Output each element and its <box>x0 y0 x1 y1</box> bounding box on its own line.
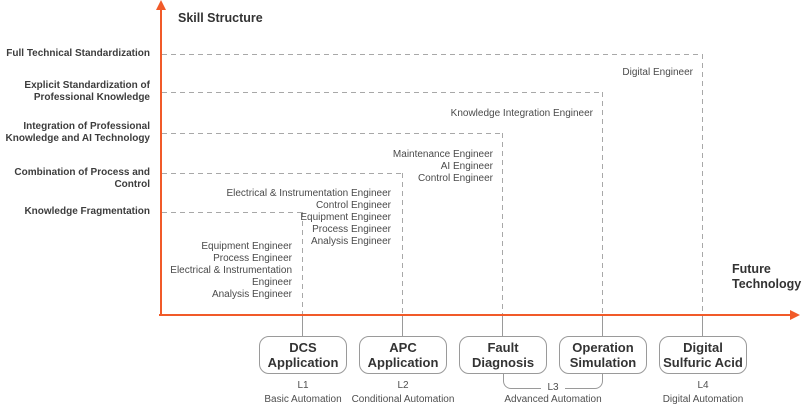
line: Knowledge Fragmentation <box>24 206 150 217</box>
skill-label-knowledge-fragmentation: Knowledge Fragmentation <box>0 206 150 218</box>
line: Fault <box>487 339 519 355</box>
roles-l3-operation-simulation: Knowledge Integration Engineer <box>451 108 593 120</box>
roles-l4: Digital Engineer <box>622 67 693 79</box>
line: Electrical & Instrumentation <box>170 265 292 276</box>
line: Knowledge and AI Technology <box>5 133 150 144</box>
line: Full Technical Standardization <box>6 48 150 59</box>
line: Sulfuric Acid <box>663 355 743 370</box>
step-line-h-knowledge-fragmentation <box>162 212 302 213</box>
skill-label-full-technical-standardization: Full Technical Standardization <box>0 48 150 60</box>
line: Digital Engineer <box>622 67 693 78</box>
tag-l4: L4 <box>697 380 709 391</box>
line: Professional Knowledge <box>33 92 150 103</box>
line: Future <box>732 262 771 276</box>
y-axis-arrow-icon <box>156 0 166 10</box>
desc-l2: Conditional Automation <box>351 394 455 405</box>
tag-l3: L3 <box>541 382 565 394</box>
x-axis-arrow-icon <box>790 310 800 320</box>
line: Electrical & Instrumentation Engineer <box>226 188 391 199</box>
line: Operation <box>572 339 634 355</box>
line: Process Engineer <box>213 253 292 264</box>
line: Diagnosis <box>471 355 535 370</box>
connector-apc <box>402 316 403 336</box>
tag-l2: L2 <box>397 380 409 391</box>
line: Analysis Engineer <box>310 236 391 247</box>
step-line-v-l1 <box>302 212 303 314</box>
line: Analysis Engineer <box>211 289 292 300</box>
step-line-h-explicit-standardization <box>162 92 602 93</box>
connector-fault <box>502 316 503 336</box>
desc-l3: Advanced Automation <box>504 394 602 405</box>
step-line-v-l2 <box>402 173 403 314</box>
x-axis-line <box>159 314 793 316</box>
connector-dcs <box>302 316 303 336</box>
line: Control Engineer <box>315 200 391 211</box>
line: APC <box>389 339 417 355</box>
line: Knowledge Integration Engineer <box>450 108 593 119</box>
step-line-h-integration-ai <box>162 133 502 134</box>
line: Simulation <box>569 355 637 370</box>
line: Explicit Standardization of <box>24 80 150 91</box>
line: Integration of Professional <box>23 121 150 132</box>
step-line-v-l3b <box>602 92 603 314</box>
line: Combination of Process and Control <box>14 167 150 190</box>
line: Technology <box>732 277 802 291</box>
line: Application <box>367 355 439 370</box>
line: Maintenance Engineer <box>392 149 493 160</box>
step-line-v-l3a <box>502 133 503 314</box>
y-axis-title: Skill Structure <box>178 11 263 25</box>
line: Equipment Engineer <box>201 241 292 252</box>
desc-l1: Basic Automation <box>264 394 342 405</box>
line: Engineer <box>251 277 292 288</box>
step-line-h-combination-process-control <box>162 173 402 174</box>
line: Control Engineer <box>417 173 493 184</box>
tag-l1: L1 <box>297 380 309 391</box>
connector-operation <box>602 316 603 336</box>
line: Process Engineer <box>312 224 391 235</box>
step-line-h-full-technical-standardization <box>162 54 702 55</box>
line: DCS <box>289 339 317 355</box>
y-axis-line <box>160 8 162 316</box>
line: Application <box>267 355 339 370</box>
line: Equipment Engineer <box>300 212 391 223</box>
desc-l4: Digital Automation <box>662 394 744 405</box>
line: AI Engineer <box>440 161 493 172</box>
skill-label-combination-process-control: Combination of Process and Control <box>0 167 150 191</box>
step-line-v-l4 <box>702 54 703 314</box>
connector-digital <box>702 316 703 336</box>
line: Digital <box>683 339 723 355</box>
